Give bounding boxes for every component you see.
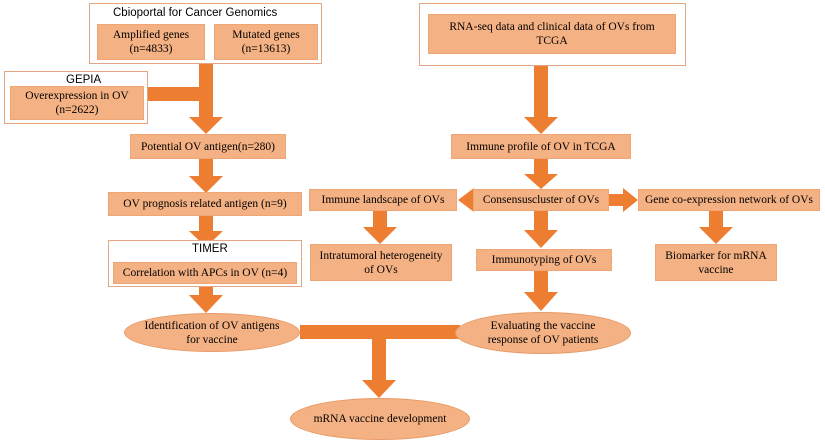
timer-frame-title: TIMER (192, 243, 228, 255)
arrow-landscape-to-intratumoral (363, 210, 397, 244)
immune-profile-box: Immune profile of OV in TCGA (451, 134, 631, 159)
arrow-prognosis-to-timer (189, 215, 223, 247)
arrow-coexpression-to-biomarker (699, 210, 733, 244)
rnaseq-box: RNA-seq data and clinical data of OVs fr… (428, 14, 676, 54)
overexpression-label: Overexpression in OV (n=2622) (25, 90, 129, 116)
cbioportal-frame-title: Cbioportal for Cancer Genomics (113, 7, 278, 19)
immune-profile-label: Immune profile of OV in TCGA (466, 140, 616, 153)
biomarker-box: Biomarker for mRNA vaccine (655, 244, 777, 281)
connector-identification-evaluating (300, 325, 460, 339)
immunotyping-label: Immunotyping of OVs (491, 254, 597, 266)
evaluating-response-label: Evaluating the vaccine response of OV pa… (487, 320, 599, 346)
intratumoral-label: Intratumoral heterogeneity of OVs (319, 249, 443, 276)
arrow-immunotyping-to-evaluating (524, 271, 558, 311)
potential-antigen-label: Potential OV antigen(n=280) (140, 140, 276, 153)
immune-landscape-box: Immune landscape of OVs (309, 189, 457, 211)
biomarker-label: Biomarker for mRNA vaccine (665, 249, 767, 276)
identification-antigens-label: Identification of OV antigens for vaccin… (144, 319, 280, 346)
prognosis-antigen-box: OV prognosis related antigen (n=9) (108, 192, 302, 216)
mrna-vaccine-pill: mRNA vaccine development (290, 398, 470, 440)
potential-antigen-box: Potential OV antigen(n=280) (130, 134, 286, 159)
correlation-apcs-label: Correlation with APCs in OV (n=4) (122, 267, 288, 279)
arrow-connector-to-mrna (362, 339, 396, 398)
amplified-genes-label: Amplified genes (n=4833) (112, 29, 190, 55)
prognosis-antigen-label: OV prognosis related antigen (n=9) (123, 198, 287, 210)
correlation-apcs-box: Correlation with APCs in OV (n=4) (113, 262, 297, 284)
amplified-genes-box: Amplified genes (n=4833) (97, 24, 205, 60)
gepia-frame-title: GEPIA (66, 74, 102, 86)
arrow-gepia-to-column (147, 87, 204, 101)
gene-coexpression-label: Gene co-expression network of OVs (645, 194, 813, 206)
mutated-genes-box: Mutated genes (n=13613) (214, 24, 318, 60)
arrow-cbioportal-to-potential (189, 64, 223, 134)
arrow-immune-profile-to-consensus (524, 159, 558, 189)
arrow-rnaseq-to-immune-profile (524, 66, 558, 134)
rnaseq-label: RNA-seq data and clinical data of OVs fr… (449, 21, 655, 47)
immune-landscape-label: Immune landscape of OVs (321, 194, 445, 206)
mrna-vaccine-label: mRNA vaccine development (313, 413, 447, 425)
consensus-cluster-box: Consensuscluster of OVs (473, 189, 609, 211)
evaluating-response-pill: Evaluating the vaccine response of OV pa… (455, 312, 631, 354)
intratumoral-box: Intratumoral heterogeneity of OVs (310, 244, 452, 281)
consensus-cluster-label: Consensuscluster of OVs (482, 194, 600, 206)
overexpression-box: Overexpression in OV (n=2622) (10, 86, 144, 120)
arrow-consensus-to-coexpression (609, 188, 638, 212)
mutated-genes-label: Mutated genes (n=13613) (232, 29, 300, 55)
immunotyping-box: Immunotyping of OVs (476, 249, 612, 271)
arrow-consensus-to-immunotyping (524, 210, 558, 248)
identification-antigens-pill: Identification of OV antigens for vaccin… (124, 313, 300, 352)
arrow-potential-to-prognosis (189, 159, 223, 193)
arrow-timer-to-identification (189, 287, 223, 313)
gene-coexpression-box: Gene co-expression network of OVs (638, 189, 820, 211)
